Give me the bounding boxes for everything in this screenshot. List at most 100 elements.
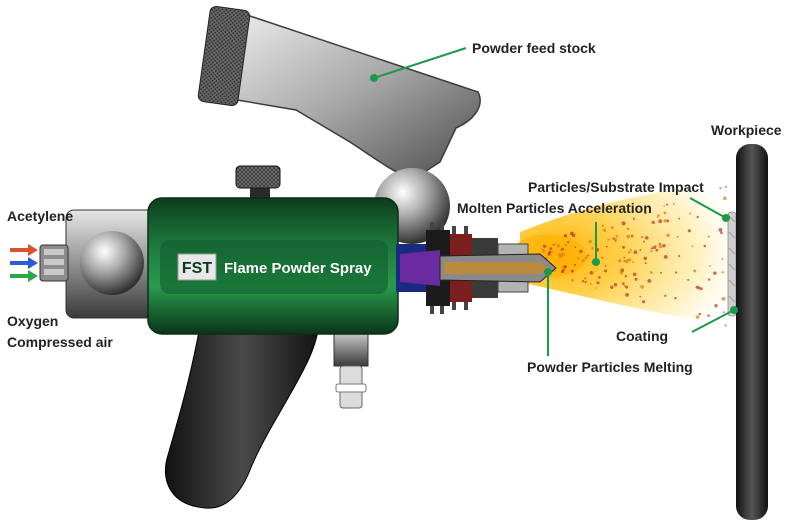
powder-particle (627, 250, 631, 254)
powder-particle (642, 300, 646, 304)
powder-particle (591, 247, 594, 250)
powder-particle (650, 271, 653, 274)
powder-particle (625, 293, 629, 297)
powder-particle (707, 278, 711, 281)
powder-particle (639, 295, 642, 298)
powder-particle (613, 283, 618, 287)
label-coating: Coating (616, 328, 669, 344)
powder-particle (707, 235, 710, 238)
powder-particle (697, 286, 701, 290)
powder-particle (621, 221, 626, 226)
powder-particle (548, 250, 551, 254)
powder-particle (623, 260, 626, 262)
powder-particle (541, 248, 544, 251)
powder-particle (674, 296, 677, 300)
powder-particle (650, 250, 653, 253)
particles-impact-dot (722, 214, 730, 222)
label-powder-particles-melting: Powder Particles Melting (527, 359, 693, 375)
powder-particle (560, 252, 565, 257)
powder-particle (598, 276, 601, 279)
powder-particle (721, 271, 724, 274)
particles-impact-leader (689, 197, 727, 219)
powder-particle (604, 264, 607, 267)
powder-particle (709, 265, 711, 267)
powder-particle (542, 244, 547, 248)
powder-particle (579, 249, 583, 254)
powder-particle (647, 279, 652, 283)
powder-particle (723, 196, 727, 201)
powder-particle (696, 215, 699, 219)
powder-particle (630, 234, 634, 238)
powder-particle (724, 324, 727, 327)
powder-particle (658, 244, 663, 249)
powder-particle (584, 281, 587, 284)
powder-particle (619, 270, 624, 275)
powder-particle (703, 244, 707, 248)
nozzle-assembly (396, 222, 557, 314)
powder-particle (672, 202, 675, 205)
powder-particle (623, 256, 626, 259)
brand-name: Flame Powder Spray (224, 260, 372, 277)
powder-particle (658, 242, 661, 246)
powder-particle (629, 249, 632, 251)
powder-particle (581, 259, 585, 263)
powder-particles (538, 185, 727, 327)
label-workpiece: Workpiece (711, 122, 782, 138)
powder-particle (650, 247, 654, 250)
powder-particle (719, 187, 722, 190)
top-adjustment-knob (235, 165, 281, 202)
powder-particle (602, 228, 607, 232)
powder-particle (691, 245, 694, 248)
powder-particle (589, 283, 592, 285)
powder-particle (725, 185, 727, 188)
powder-particle (563, 234, 568, 238)
coating-leader (691, 309, 735, 333)
powder-particle (632, 217, 636, 220)
powder-particle (564, 243, 568, 247)
powder-particle (556, 243, 561, 248)
powder-particle (655, 244, 657, 247)
powder-particle (662, 244, 666, 248)
powder-particle (557, 253, 562, 257)
powder-particle (586, 255, 588, 257)
powder-particle (622, 245, 625, 249)
powder-particle (584, 256, 588, 260)
powder-particle (651, 220, 655, 225)
powder-particle (642, 240, 645, 243)
powder-particle (722, 311, 725, 314)
powder-particle (549, 247, 553, 251)
powder-particle (644, 236, 649, 240)
powder-particle (695, 315, 700, 319)
powder-particle (567, 240, 570, 244)
powder-hopper (197, 5, 481, 181)
powder-particle (713, 271, 717, 275)
powder-particle (699, 287, 703, 291)
powder-particle (569, 231, 574, 236)
compressed-air-arrow (10, 270, 38, 282)
gas-inlet-fittings (39, 244, 69, 282)
powder-particle (656, 216, 659, 218)
rear-ball (80, 231, 144, 295)
powder-particle (640, 285, 644, 289)
powder-particle (634, 277, 638, 281)
powder-melting-dot (544, 268, 552, 276)
powder-particle (626, 227, 630, 231)
powder-particle (624, 284, 627, 288)
powder-particle (659, 271, 663, 274)
powder-particle (678, 255, 681, 258)
powder-particle (663, 204, 666, 207)
powder-particle (614, 238, 618, 242)
powder-particle (563, 265, 568, 269)
powder-particle (604, 269, 608, 273)
brand-badge: FST Flame Powder Spray (177, 253, 372, 281)
powder-particle (676, 235, 679, 238)
powder-particle (615, 235, 619, 238)
powder-feed-stock-dot (370, 74, 378, 82)
valve-stem (333, 325, 369, 409)
label-acetylene: Acetylene (7, 208, 74, 224)
powder-particle (666, 203, 669, 206)
powder-particle (693, 269, 697, 273)
powder-particle (610, 285, 614, 289)
